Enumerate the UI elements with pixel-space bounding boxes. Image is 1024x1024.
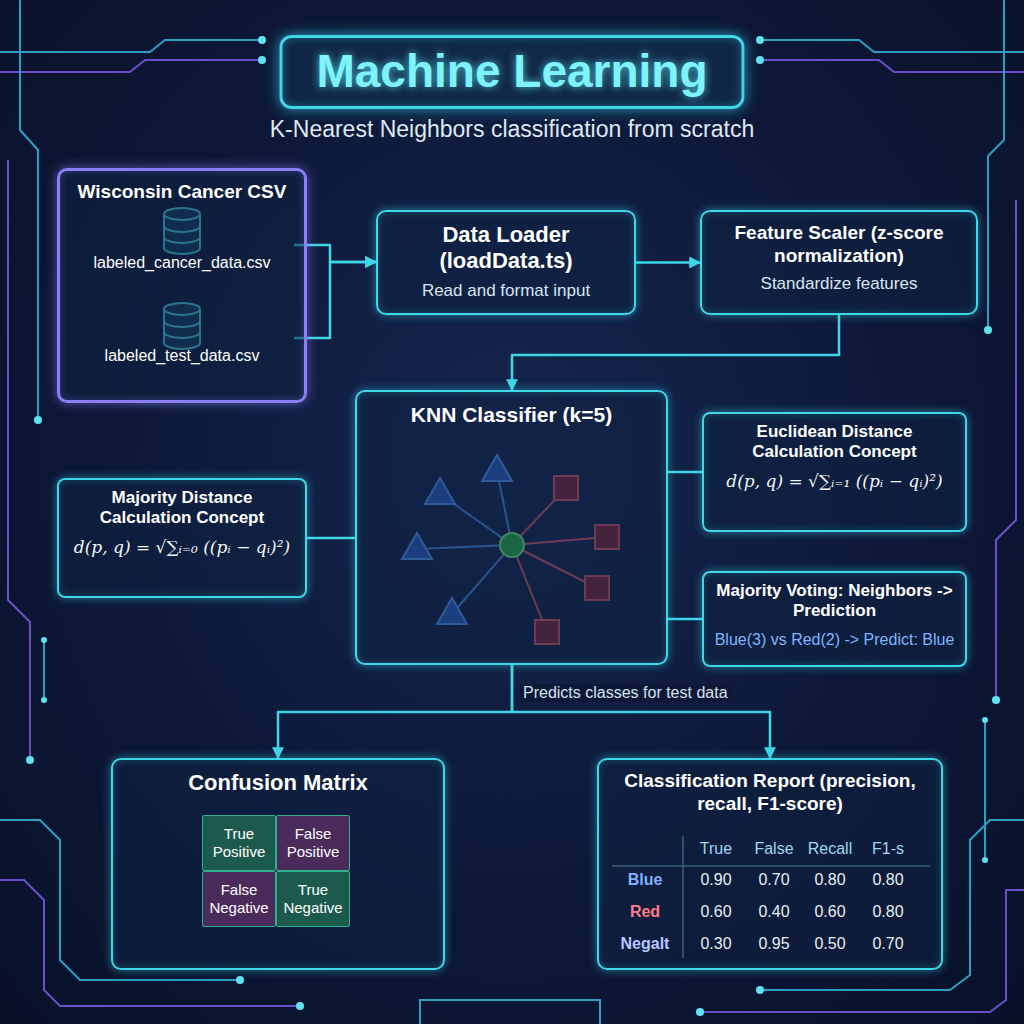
table-cell: 0.70 bbox=[858, 934, 918, 953]
table-cell: 0.60 bbox=[686, 902, 746, 921]
node-heading: Euclidean Distance Calculation Concept bbox=[714, 422, 955, 463]
circuit-trace bbox=[43, 640, 45, 700]
table-header: Recall bbox=[800, 839, 860, 858]
node-detail: d(p, q) = √∑ᵢ₌₁ ((pᵢ − qᵢ)²) bbox=[714, 471, 955, 491]
voting-box: Majority Voting: Neighbors -> Prediction… bbox=[702, 571, 967, 667]
table-header: False bbox=[744, 839, 804, 858]
table-header: F1-s bbox=[858, 839, 918, 858]
node-heading: False Positive bbox=[281, 825, 345, 861]
table-cell: 0.80 bbox=[858, 902, 918, 921]
circuit-trace bbox=[760, 60, 1024, 72]
flow-arrow bbox=[278, 665, 512, 758]
circuit-trace bbox=[760, 40, 1024, 52]
node-heading: Majority Voting: Neighbors -> Prediction bbox=[714, 581, 955, 622]
node-heading: True Positive bbox=[207, 825, 271, 861]
table-cell: 0.60 bbox=[800, 902, 860, 921]
circuit-dot bbox=[756, 56, 764, 64]
node-heading: Feature Scaler (z-score normalization) bbox=[714, 222, 964, 268]
node-detail: Read and format input bbox=[390, 281, 622, 301]
flow-arrow bbox=[512, 665, 770, 758]
circuit-dot bbox=[26, 36, 1000, 1016]
matrix-cell: False Negative bbox=[202, 871, 276, 927]
concept-box: Majority Distance Calculation Concept d(p… bbox=[57, 478, 307, 598]
page-title: Machine Learning bbox=[279, 35, 744, 109]
node-heading: True Negative bbox=[281, 881, 345, 917]
circuit-dot bbox=[26, 756, 34, 764]
circuit-dot bbox=[982, 857, 988, 863]
table-header: True bbox=[686, 839, 746, 858]
table-cell: 0.95 bbox=[744, 934, 804, 953]
table-cell: 0.50 bbox=[800, 934, 860, 953]
leader-line bbox=[668, 471, 702, 474]
node-heading: Data Loader (loadData.ts) bbox=[390, 222, 622, 275]
group-box: Wisconsin Cancer CSV labeled_cancer_data.… bbox=[57, 168, 307, 403]
node-heading: KNN Classifier (k=5) bbox=[369, 402, 654, 427]
circuit-dot bbox=[258, 36, 266, 44]
process-box: Data Loader (loadData.ts) Read and format… bbox=[376, 210, 636, 315]
table-row-name: Negalt bbox=[615, 934, 675, 953]
concept-box: Euclidean Distance Calculation Concept d(… bbox=[702, 412, 967, 532]
circuit-dot bbox=[296, 1002, 304, 1010]
circuit-dot bbox=[982, 717, 988, 723]
node-heading: labeled_test_data.csv bbox=[74, 346, 290, 365]
node-heading: Majority Distance Calculation Concept bbox=[69, 488, 295, 529]
table-cell: 0.40 bbox=[744, 902, 804, 921]
table-cell: 0.70 bbox=[744, 870, 804, 889]
node-heading: Classification Report (precision, recall… bbox=[611, 770, 929, 816]
circuit-dot bbox=[696, 1008, 704, 1016]
circuit-trace bbox=[420, 1000, 600, 1024]
file-item: labeled_test_data.csv bbox=[70, 298, 294, 378]
matrix-cell: True Positive bbox=[202, 815, 276, 871]
circuit-trace bbox=[988, 0, 1004, 330]
flow-arrow bbox=[512, 315, 839, 390]
node-heading: False Negative bbox=[207, 881, 271, 917]
leader-line bbox=[307, 537, 355, 540]
node-heading: Confusion Matrix bbox=[125, 770, 431, 796]
matrix-cell: True Negative bbox=[276, 871, 350, 927]
circuit-dot bbox=[756, 36, 764, 44]
circuit-dot bbox=[756, 986, 764, 994]
circuit-dot bbox=[34, 416, 42, 424]
table-cell: 0.90 bbox=[686, 870, 746, 889]
flow-arrow bbox=[636, 261, 700, 264]
edge-label: Predicts classes for test data bbox=[520, 684, 731, 702]
circuit-trace bbox=[8, 160, 30, 760]
circuit-trace bbox=[20, 0, 38, 420]
table-row-name: Blue bbox=[615, 870, 675, 889]
circuit-trace bbox=[0, 40, 262, 52]
circuit-trace bbox=[996, 200, 1016, 700]
node-detail: Blue(3) vs Red(2) -> Predict: Blue bbox=[714, 630, 955, 649]
matrix-cell: False Positive bbox=[276, 815, 350, 871]
node-heading: Wisconsin Cancer CSV bbox=[68, 181, 296, 204]
process-box: Feature Scaler (z-score normalization) St… bbox=[700, 210, 978, 315]
table-cell: 0.30 bbox=[686, 934, 746, 953]
subtitle: K-Nearest Neighbors classification from … bbox=[0, 116, 1024, 144]
circuit-dot bbox=[41, 637, 47, 643]
circuit-trace bbox=[984, 720, 986, 860]
table-cell: 0.80 bbox=[800, 870, 860, 889]
leader-line bbox=[668, 618, 702, 621]
circuit-trace bbox=[0, 60, 262, 72]
circuit-dot bbox=[992, 696, 1000, 704]
circuit-dot bbox=[984, 326, 992, 334]
matrix-box: Confusion MatrixTrue Positive False Posit… bbox=[111, 758, 445, 970]
circuit-dot bbox=[258, 56, 266, 64]
node-heading: labeled_cancer_data.csv bbox=[74, 253, 290, 272]
classifier-box: KNN Classifier (k=5) bbox=[355, 390, 668, 665]
circuit-dot bbox=[41, 697, 47, 703]
table-cell: 0.80 bbox=[858, 870, 918, 889]
node-detail: Standardize features bbox=[714, 274, 964, 294]
table-row-name: Red bbox=[615, 902, 675, 921]
file-item: labeled_cancer_data.csv bbox=[70, 205, 294, 285]
node-detail: d(p, q) = √∑ᵢ₌₀ ((pᵢ − qᵢ)²) bbox=[69, 537, 295, 557]
circuit-dot bbox=[236, 976, 244, 984]
